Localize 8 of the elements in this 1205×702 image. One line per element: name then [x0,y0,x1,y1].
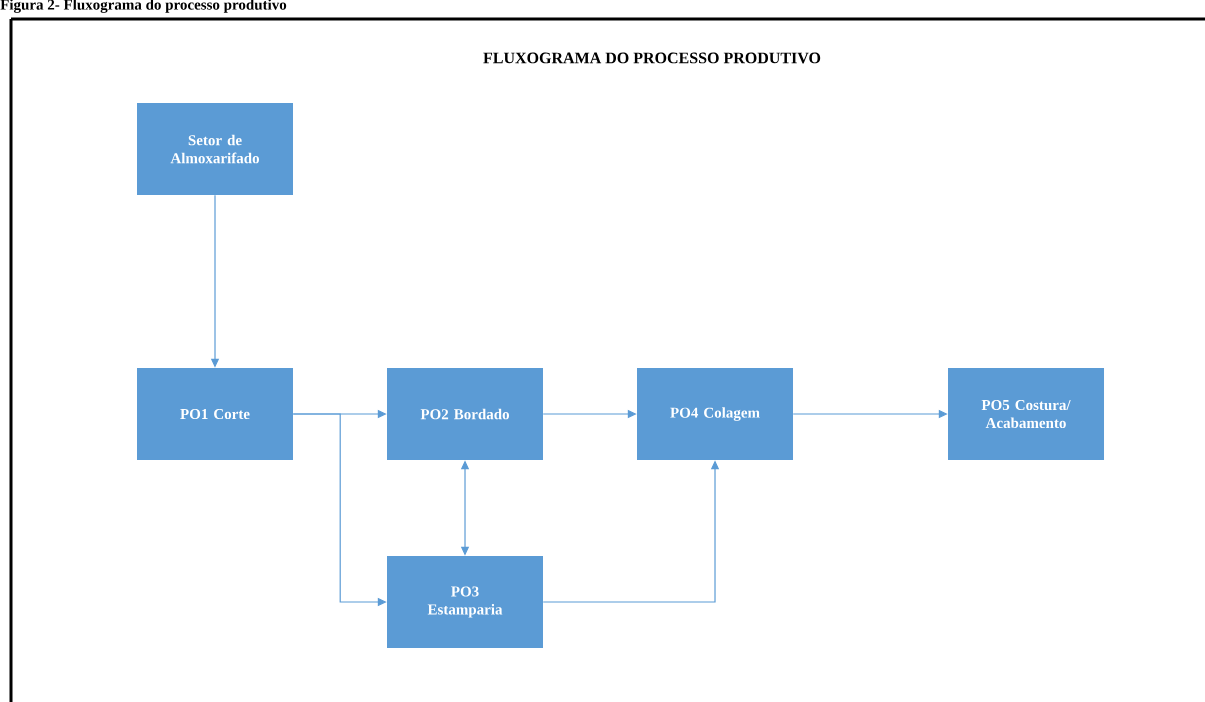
figure-caption: Figura 2- Fluxograma do processo produtivo [0,0,287,13]
process-box: PO2 Bordado [387,368,543,460]
process-box: Setor de Almoxarifado [137,103,293,195]
process-box: PO4 Colagem [637,368,793,460]
process-box: PO3 Estamparia [387,556,543,648]
process-box: PO5 Costura/ Acabamento [948,368,1104,460]
title: FLUXOGRAMA DO PROCESSO PRODUTIVO [483,52,821,64]
process-box: PO1 Corte [137,368,293,460]
